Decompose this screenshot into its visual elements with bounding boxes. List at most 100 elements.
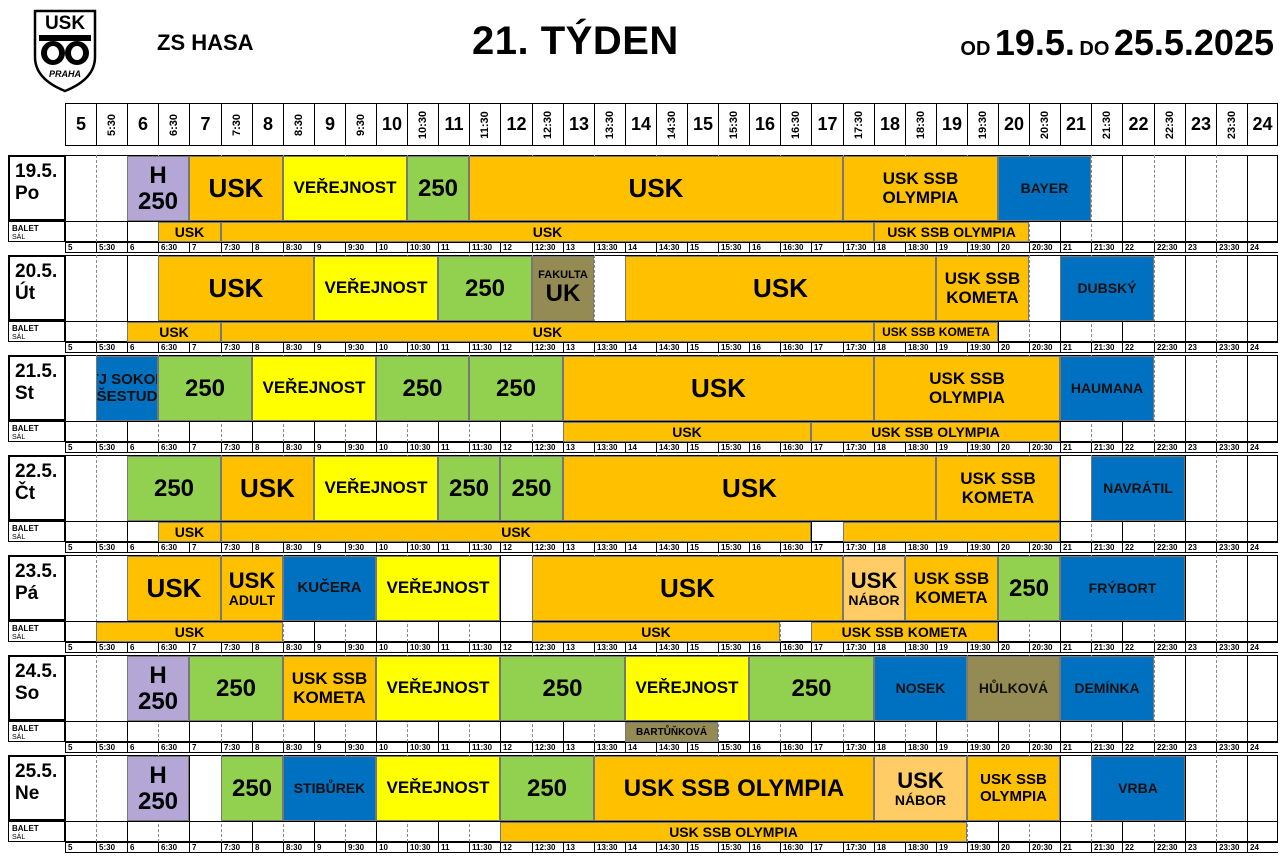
booking-block[interactable]: 250 — [376, 356, 469, 421]
balet-booking-block[interactable]: USK SSB OLYMPIA — [874, 222, 1029, 242]
grid-line — [1060, 455, 1061, 542]
booking-text: STIBŮREK — [294, 780, 366, 796]
booking-block[interactable]: VEŘEJNOST — [376, 556, 500, 621]
booking-block[interactable]: VEŘEJNOST — [283, 156, 407, 221]
mini-hour-label: 9:30 — [345, 443, 376, 452]
booking-block[interactable]: USK — [532, 556, 843, 621]
mini-hour-label: 7:30 — [221, 643, 252, 652]
booking-text: USK — [691, 374, 746, 402]
balet-booking-block[interactable]: USK — [221, 322, 874, 342]
booking-block[interactable]: USK — [625, 256, 936, 321]
hour-header-label: 21:30 — [1100, 110, 1113, 139]
balet-booking-block[interactable]: USK SSB OLYMPIA — [811, 422, 1060, 442]
mini-hour-label: 8:30 — [283, 643, 314, 652]
booking-block[interactable]: 250 — [749, 656, 874, 721]
booking-block[interactable]: HAUMANA — [1060, 356, 1154, 421]
mini-hour-label: 10 — [376, 243, 407, 252]
booking-block[interactable]: USK — [127, 556, 221, 621]
booking-block[interactable]: BAYER — [998, 156, 1091, 221]
booking-block[interactable]: 250 — [189, 656, 283, 721]
booking-block[interactable]: USK — [563, 456, 936, 521]
booking-block[interactable]: 250 — [500, 756, 594, 821]
booking-text: 250 — [449, 475, 489, 502]
balet-booking-block[interactable]: USK — [221, 522, 811, 542]
mini-hour-label: 10:30 — [407, 743, 438, 752]
booking-block[interactable]: HŮLKOVÁ — [967, 656, 1060, 721]
booking-block[interactable]: 250 — [438, 456, 500, 521]
booking-block[interactable]: 250 — [407, 156, 469, 221]
booking-label: VEŘEJNOST — [262, 378, 366, 398]
hour-header-cell: 12 — [500, 103, 532, 146]
booking-block[interactable]: VEŘEJNOST — [314, 256, 438, 321]
booking-label: HŮLKOVÁ — [978, 679, 1049, 696]
booking-block[interactable]: NAVRÁTIL — [1091, 456, 1185, 521]
booking-block[interactable]: STIBŮREK — [283, 756, 376, 821]
hour-header-cell: 20:30 — [1029, 103, 1060, 146]
mini-hour-label: 7 — [189, 643, 221, 652]
booking-block[interactable]: KUČERA — [283, 556, 376, 621]
booking-block[interactable]: VEŘEJNOST — [252, 356, 376, 421]
booking-block[interactable]: VEŘEJNOST — [314, 456, 438, 521]
balet-booking-block[interactable]: BARTŮŇKOVÁ — [625, 722, 718, 742]
balet-booking-block[interactable]: USK — [158, 222, 221, 242]
hour-header-cell: 24 — [1247, 103, 1278, 146]
booking-block[interactable]: USK — [189, 156, 283, 221]
booking-block[interactable]: DUBSKÝ — [1060, 256, 1154, 321]
sal-label: SÁL — [12, 334, 26, 341]
mini-hour-label: 15:30 — [718, 543, 749, 552]
hour-header-label: 5 — [75, 114, 86, 134]
booking-block[interactable]: 250 — [158, 356, 252, 421]
mini-hour-label: 7 — [189, 343, 221, 352]
hour-header-label: 9:30 — [355, 113, 367, 136]
booking-block[interactable]: USK — [221, 456, 314, 521]
balet-booking-block[interactable]: USK — [532, 622, 780, 642]
booking-block[interactable]: USK — [563, 356, 874, 421]
mini-hour-label: 6 — [127, 643, 158, 652]
booking-block[interactable]: 250 — [221, 756, 283, 821]
balet-booking-block[interactable]: USK — [96, 622, 283, 642]
booking-block[interactable]: USK — [469, 156, 843, 221]
booking-block[interactable]: 250 — [500, 656, 625, 721]
balet-booking-block[interactable]: USK SSB KOMETA — [811, 622, 998, 642]
mini-hour-label: 23 — [1185, 643, 1216, 652]
booking-block[interactable]: 250 — [469, 356, 563, 421]
booking-block[interactable]: VEŘEJNOST — [376, 656, 500, 721]
booking-block[interactable]: USK SSB OLYMPIA — [594, 756, 874, 821]
booking-block[interactable]: NOSEK — [874, 656, 967, 721]
balet-booking-block[interactable]: USK SSB OLYMPIA — [500, 822, 967, 842]
balet-booking-block[interactable] — [843, 522, 1060, 542]
booking-block[interactable]: USK — [158, 256, 314, 321]
balet-booking-block[interactable]: USK SSB KOMETA — [874, 322, 998, 342]
booking-block[interactable]: 250 — [500, 456, 563, 521]
booking-block[interactable]: 250 — [998, 556, 1060, 621]
balet-booking-block[interactable]: USK — [221, 222, 874, 242]
mini-hour-label: 12 — [500, 843, 532, 852]
booking-block[interactable]: FRÝBORT — [1060, 556, 1185, 621]
booking-block[interactable]: 250 — [127, 456, 221, 521]
mini-hour-label: 9:30 — [345, 543, 376, 552]
booking-block[interactable]: VEŘEJNOST — [376, 756, 500, 821]
booking-block[interactable]: DEMÍNKA — [1060, 656, 1154, 721]
balet-booking-block[interactable]: USK — [158, 522, 221, 542]
booking-block[interactable]: VEŘEJNOST — [625, 656, 749, 721]
mini-hour-label: 16 — [749, 343, 780, 352]
balet-booking-block[interactable]: USK — [563, 422, 811, 442]
booking-block[interactable]: TJ SOKOLVŠESTUDY — [96, 356, 158, 421]
balet-booking-block[interactable]: USK — [127, 322, 221, 342]
booking-block[interactable]: VRBA — [1091, 756, 1185, 821]
booking-block[interactable]: 250 — [438, 256, 532, 321]
